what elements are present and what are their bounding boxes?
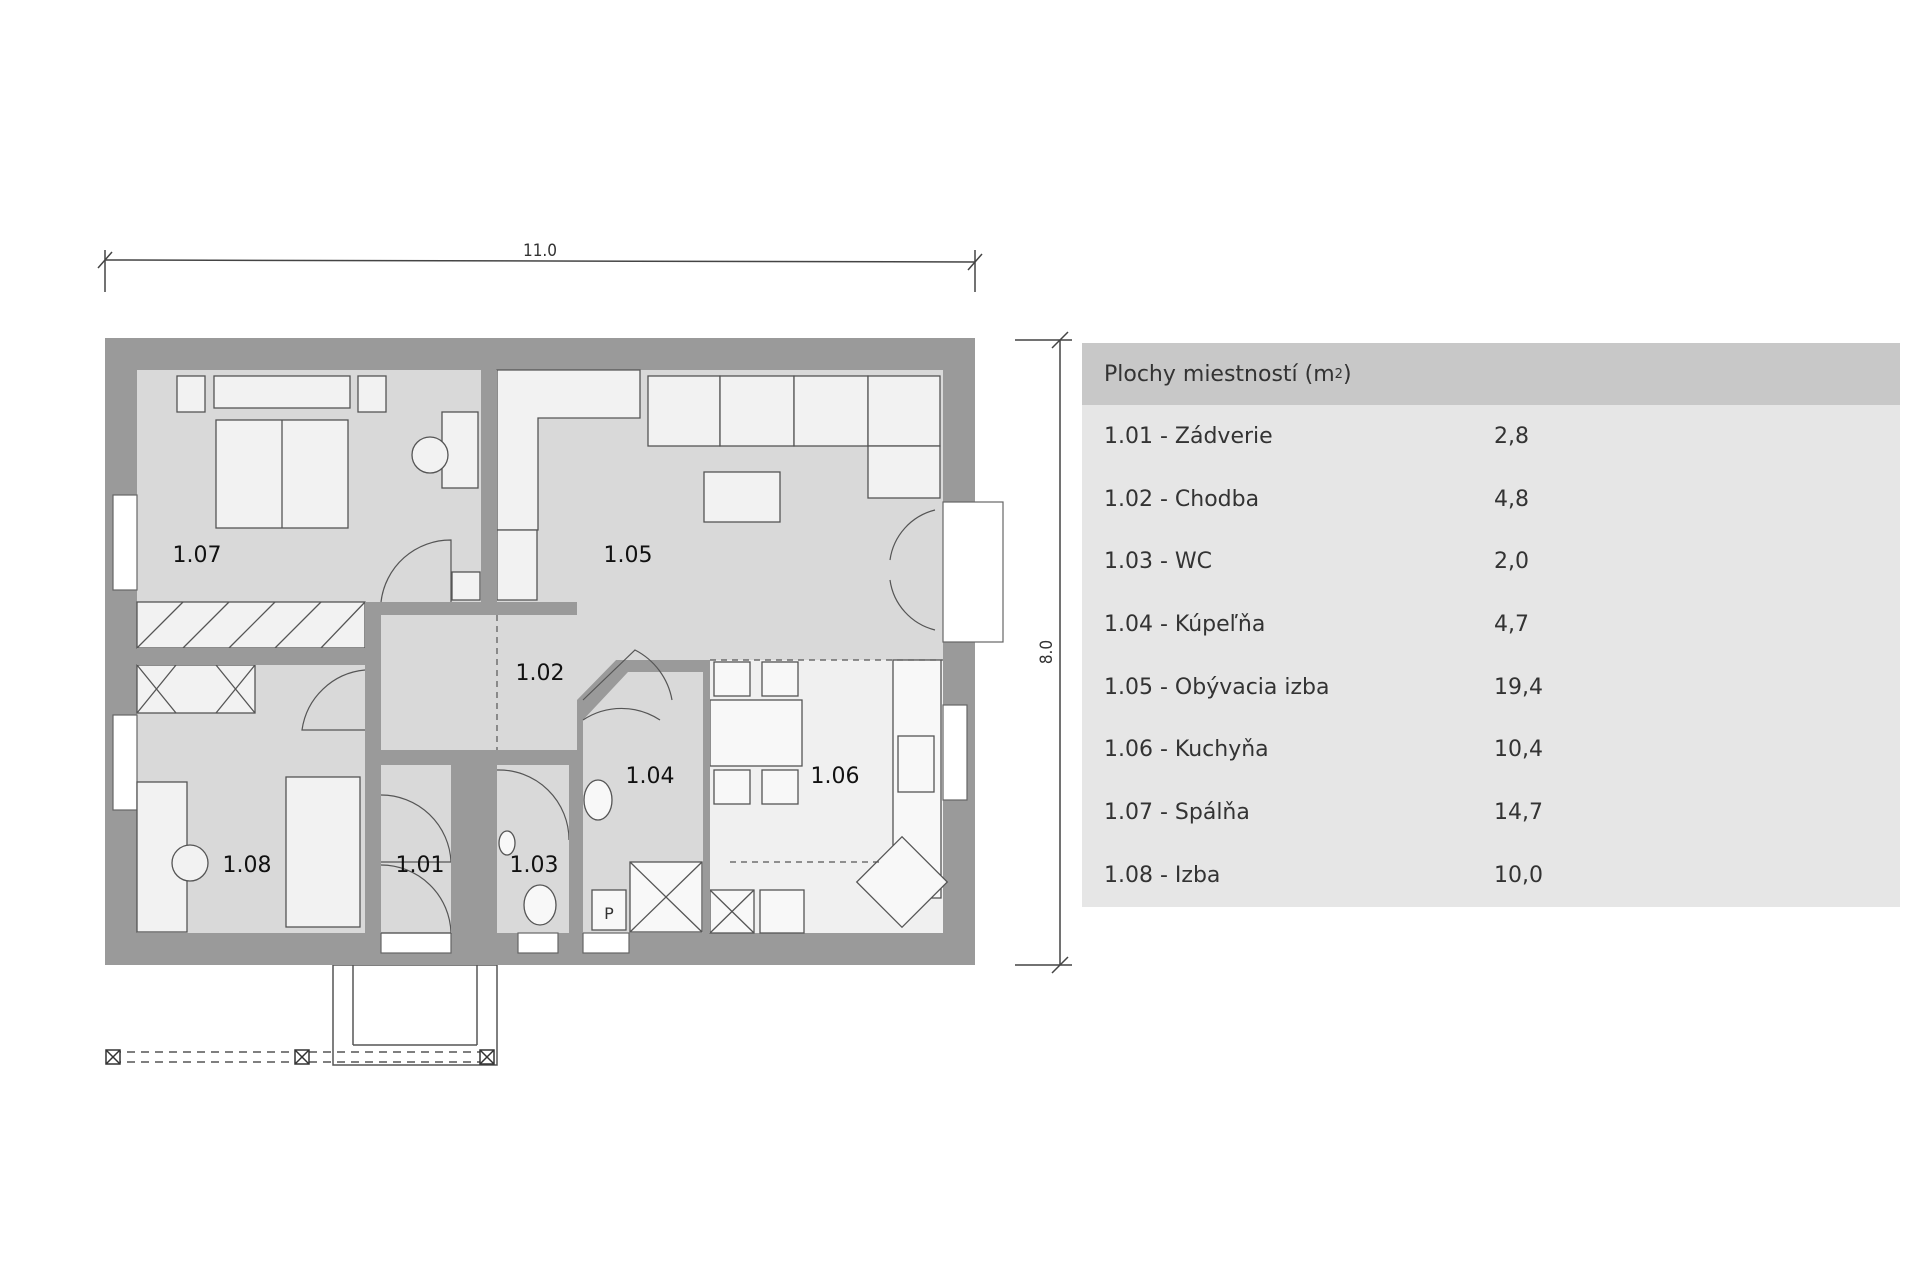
fridge [759, 889, 805, 934]
room-label-1-03: 1.03 [510, 853, 559, 878]
living-room-furniture [451, 369, 941, 601]
toilet [523, 884, 557, 926]
single-bed [285, 776, 361, 928]
room-label-1-04: 1.04 [626, 764, 675, 789]
interior-walls [137, 370, 710, 933]
dining-table [709, 699, 803, 767]
washbasin [583, 779, 613, 821]
shower-tray-label: P [604, 904, 614, 923]
dimension-height [1015, 331, 1072, 974]
door-swings [301, 509, 936, 934]
room-label-1-06: 1.06 [811, 764, 860, 789]
room-label-1-01: 1.01 [396, 853, 445, 878]
windows [112, 494, 1004, 954]
wardrobe [136, 601, 366, 649]
wc-basin [498, 830, 516, 856]
dimension-width-label: 11.0 [523, 241, 557, 261]
bathroom-fixtures [498, 779, 703, 933]
stove-heater [451, 571, 481, 601]
room-label-1-07: 1.07 [173, 543, 222, 568]
room-1-08-furniture [136, 664, 361, 933]
kitchen-furniture [709, 659, 949, 934]
dimension-width [97, 250, 983, 292]
room-label-1-02: 1.02 [516, 661, 565, 686]
post-markers [105, 1049, 495, 1065]
floor-1-02 [377, 615, 619, 750]
room-labels: 1.07 1.05 1.02 1.04 1.06 1.08 1.01 1.03 [173, 543, 860, 878]
floor-1-01 [381, 765, 451, 933]
dimension-height-label: 8.0 [1037, 640, 1057, 664]
hob [855, 835, 949, 929]
coffee-table [703, 471, 781, 523]
opening-lines [496, 615, 943, 863]
sink [897, 735, 935, 793]
bedroom-furniture [136, 375, 479, 649]
room-label-1-05: 1.05 [604, 543, 653, 568]
shower-box [591, 889, 627, 931]
room-label-1-08: 1.08 [223, 853, 272, 878]
